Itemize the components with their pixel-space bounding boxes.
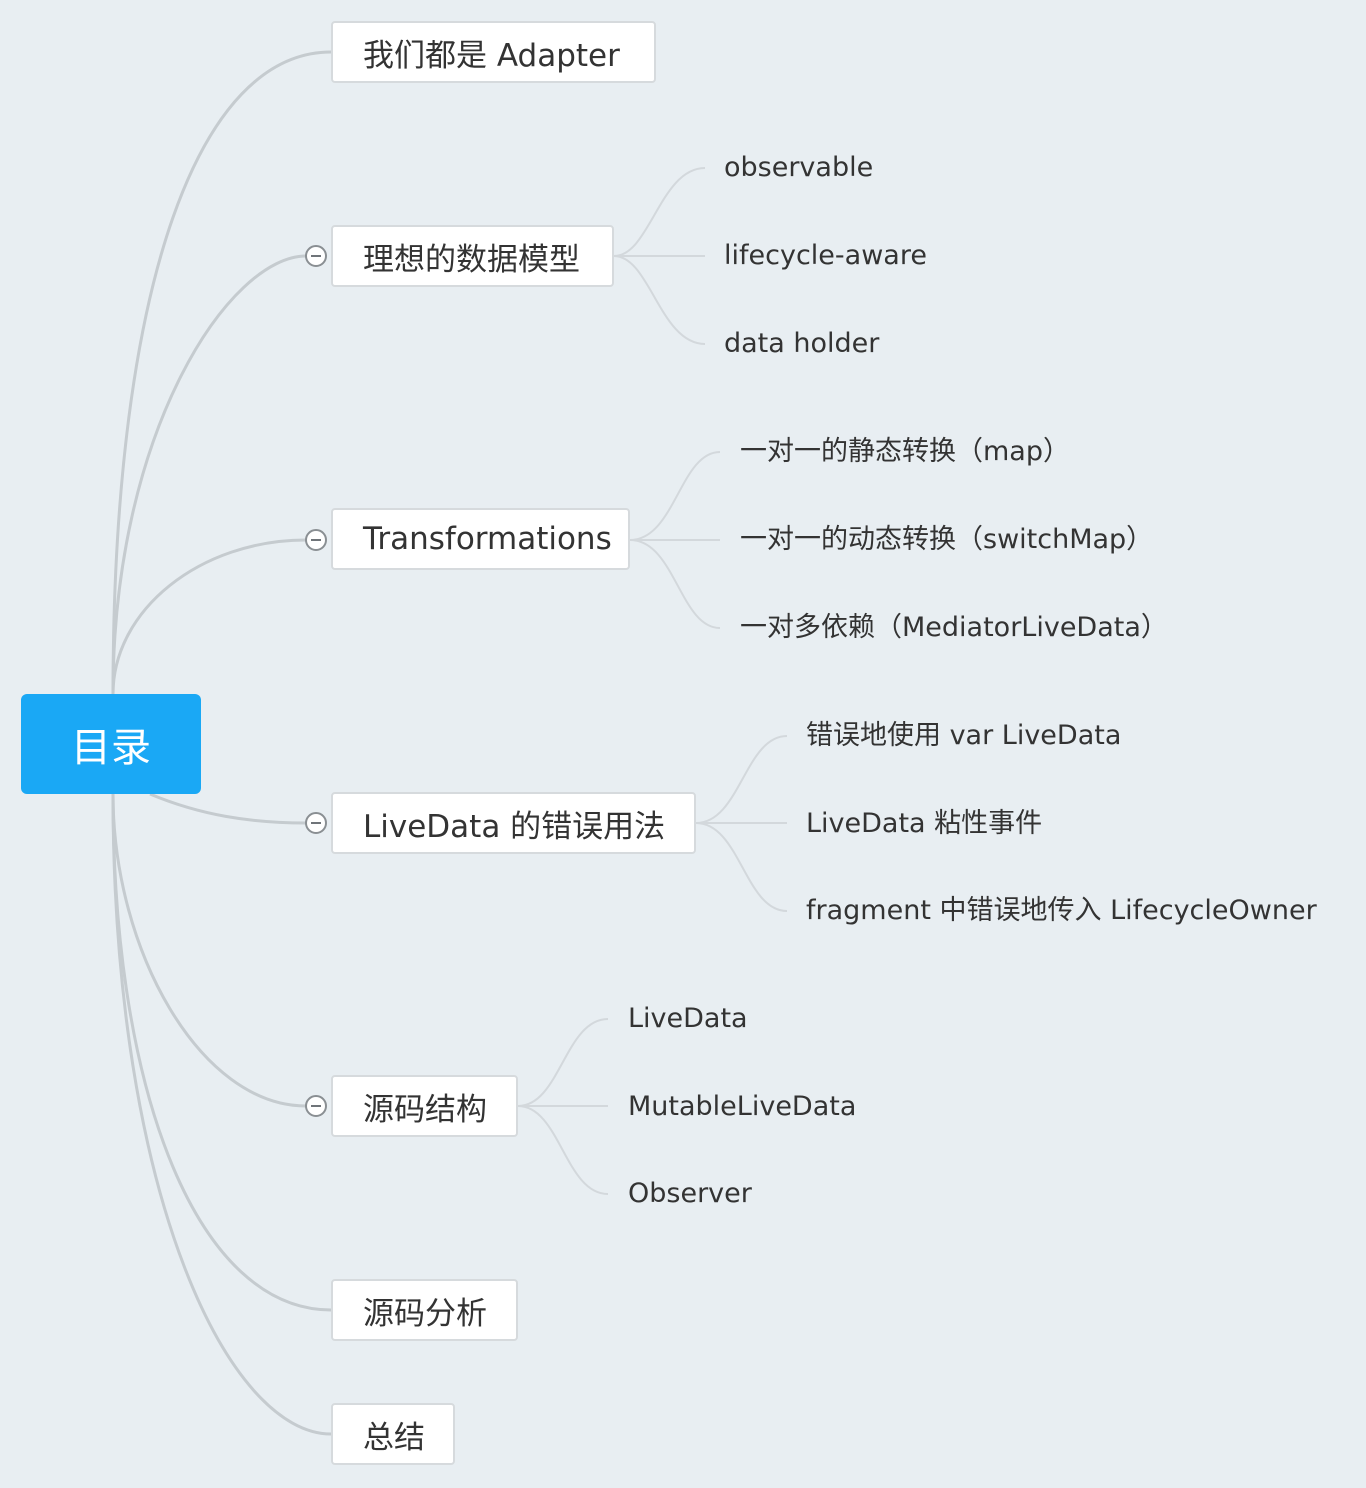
connector-branch-4	[149, 792, 307, 825]
leaf-node[interactable]: 错误地使用 var LiveData	[806, 720, 1122, 751]
connector-leaf	[517, 1018, 609, 1107]
connector-branch-3	[111, 538, 307, 695]
leaf-node[interactable]: 一对一的静态转换（map）	[740, 436, 1070, 467]
connector-leaf	[629, 451, 721, 541]
connector-leaf	[695, 735, 788, 824]
leaf-node[interactable]: data holder	[724, 328, 880, 359]
connector-branch-5	[111, 793, 307, 1108]
leaf-node[interactable]: 一对多依赖（MediatorLiveData）	[740, 612, 1168, 643]
branch-node[interactable]: 源码分析	[331, 1279, 518, 1341]
leaf-node[interactable]: Observer	[628, 1178, 752, 1209]
connector-branch-6	[111, 793, 332, 1312]
connector-branch-2	[111, 254, 307, 695]
leaf-node[interactable]: 一对一的动态转换（switchMap）	[740, 524, 1154, 555]
branch-node[interactable]: LiveData 的错误用法	[331, 792, 696, 854]
connector-branch-7	[111, 793, 332, 1436]
branch-node[interactable]: 源码结构	[331, 1075, 518, 1137]
leaf-node[interactable]: MutableLiveData	[628, 1091, 857, 1122]
minus-circle-icon[interactable]	[305, 1095, 327, 1117]
branch-node[interactable]: Transformations	[331, 508, 630, 570]
leaf-node[interactable]: LiveData	[628, 1003, 748, 1034]
branch-node[interactable]: 总结	[331, 1403, 455, 1465]
branch-node[interactable]: 我们都是 Adapter	[331, 21, 656, 83]
connector-leaf	[613, 255, 706, 345]
leaf-node[interactable]: LiveData 粘性事件	[806, 808, 1043, 839]
minus-circle-icon[interactable]	[305, 529, 327, 551]
connector-branch-1	[111, 50, 332, 695]
minus-circle-icon[interactable]	[305, 812, 327, 834]
connector-leaf	[695, 822, 788, 912]
connector-leaf	[629, 539, 721, 629]
branch-node[interactable]: 理想的数据模型	[331, 225, 614, 287]
root-node[interactable]: 目录	[21, 694, 201, 794]
connector-leaf	[613, 167, 706, 257]
leaf-node[interactable]: observable	[724, 152, 874, 183]
leaf-node[interactable]: fragment 中错误地传入 LifecycleOwner	[806, 895, 1317, 926]
connector-leaf	[517, 1105, 609, 1195]
minus-circle-icon[interactable]	[305, 245, 327, 267]
leaf-node[interactable]: lifecycle-aware	[724, 240, 927, 271]
